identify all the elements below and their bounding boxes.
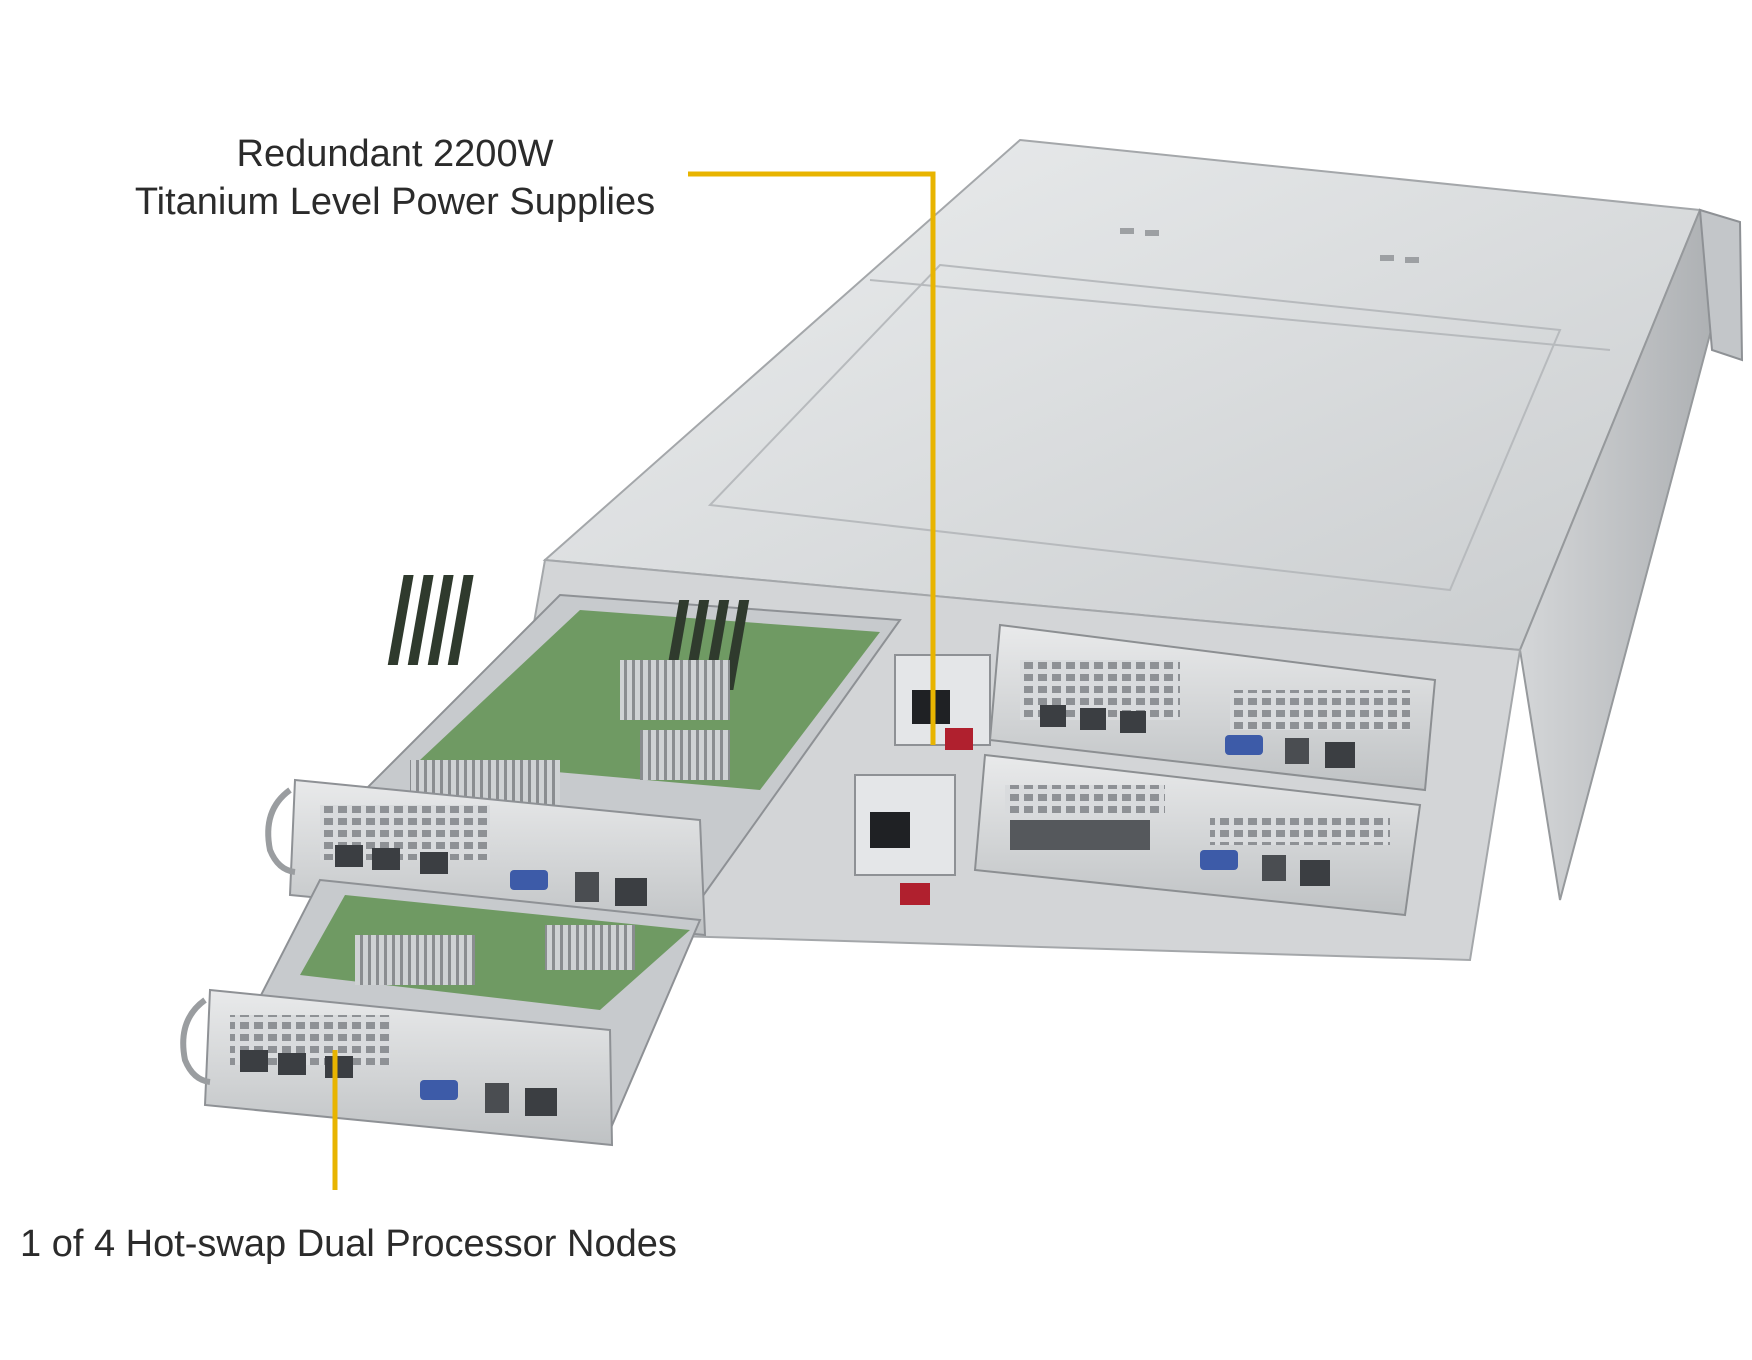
top-cover-seam (869, 279, 1611, 351)
lan-port (1300, 860, 1330, 886)
rack-ear (1698, 208, 1744, 362)
lan-port (240, 1050, 268, 1072)
lan-port (1120, 711, 1146, 733)
psu-upper (894, 654, 991, 746)
lan-port (525, 1088, 557, 1116)
io-vent-grill (1005, 785, 1165, 815)
node-pull-handle (180, 997, 211, 1085)
usb-port (1262, 855, 1286, 881)
top-vent-slot (1380, 255, 1394, 261)
node-rear-lower (973, 753, 1422, 917)
power-supply-callout-line2: Titanium Level Power Supplies (134, 181, 656, 223)
chassis-top-panel (542, 138, 1702, 652)
dimm-slot (387, 575, 414, 665)
io-vent-grill (1210, 815, 1390, 845)
top-cover-inset (707, 263, 1562, 592)
vga-port (420, 1080, 458, 1100)
leader-lines (332, 171, 936, 1190)
node-extracted-upper (265, 575, 902, 937)
lan-port (1325, 742, 1355, 768)
node-pull-handle (265, 787, 296, 875)
node-extracted-lower (180, 878, 702, 1147)
lan-port (615, 878, 647, 906)
io-vent-grill (1230, 690, 1410, 730)
vga-port (510, 870, 548, 890)
top-vent-slot (1145, 230, 1159, 236)
usb-port (575, 872, 599, 902)
power-supply-callout-line1: Redundant 2200W (236, 133, 554, 175)
dimm-slot (447, 575, 474, 665)
cpu-heatsink (355, 935, 475, 985)
lan-port (420, 852, 448, 874)
lan-port (325, 1056, 353, 1078)
psu-handle (900, 883, 930, 905)
lan-port (372, 848, 400, 870)
lan-port (278, 1053, 306, 1075)
top-vent-slot (1405, 257, 1419, 263)
cpu-heatsink (545, 925, 635, 970)
node-callout-text: 1 of 4 Hot-swap Dual Processor Nodes (20, 1223, 677, 1265)
node-callout: 1 of 4 Hot-swap Dual Processor Nodes (20, 1220, 677, 1268)
vga-port (1200, 850, 1238, 870)
psu-lower-inlet (870, 812, 910, 848)
lan-port (1040, 705, 1066, 727)
usb-port (1285, 738, 1309, 764)
dimm-slot (427, 575, 454, 665)
dimm-slot (407, 575, 434, 665)
lan-port (1080, 708, 1106, 730)
cpu-heatsink (620, 660, 730, 720)
cpu-heatsink (640, 730, 730, 780)
top-vent-slot (1120, 228, 1134, 234)
power-supplies (854, 654, 991, 905)
psu-leader-line (688, 171, 936, 745)
usb-port (485, 1083, 509, 1113)
node-rear-upper (988, 623, 1437, 792)
lan-port (335, 845, 363, 867)
sfp-cage (1010, 820, 1150, 850)
psu-handle (945, 728, 973, 750)
power-supply-callout: Redundant 2200W Titanium Level Power Sup… (110, 130, 680, 226)
vga-port (1225, 735, 1263, 755)
